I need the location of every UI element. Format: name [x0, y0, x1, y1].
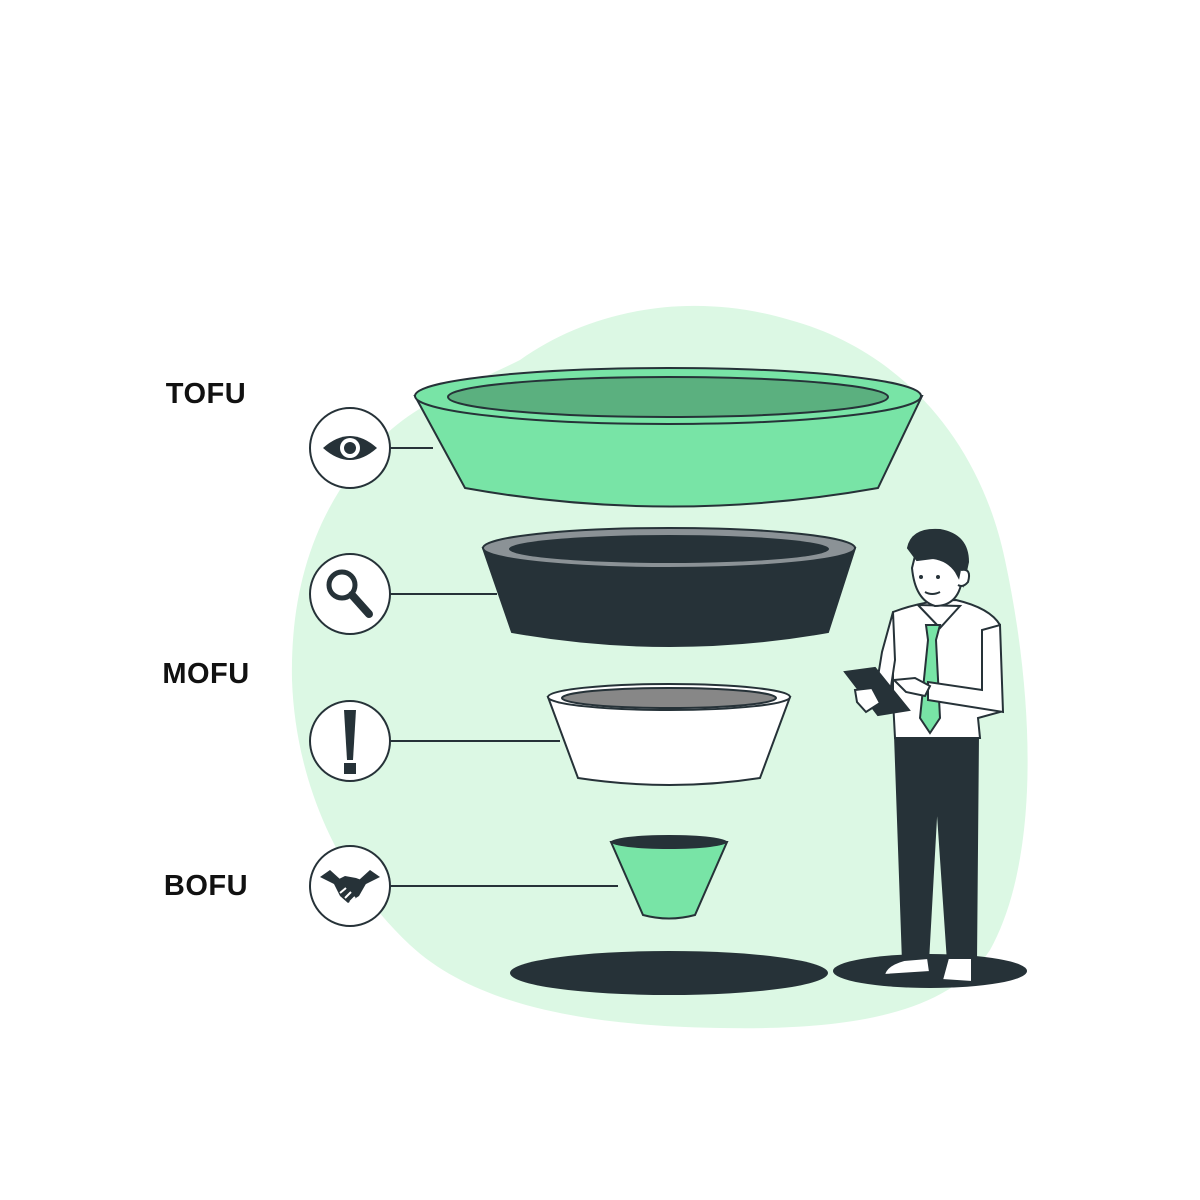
funnel-shadow: [510, 951, 828, 995]
exclamation-icon: [309, 700, 391, 782]
stage-label-tofu: TOFU: [165, 378, 247, 410]
handshake-icon: [309, 845, 391, 927]
stage-label-mofu: MOFU: [162, 658, 250, 690]
funnel-segment-bofu: [609, 835, 729, 920]
eye-icon: [309, 407, 391, 489]
funnel-segment-tofu: [413, 367, 924, 508]
magnifier-icon: [309, 553, 391, 635]
stage-label-bofu: BOFU: [163, 870, 249, 902]
funnel-segment-3: [546, 683, 792, 786]
businessman-figure: [843, 528, 1005, 984]
funnel-segment-2: [481, 527, 857, 647]
